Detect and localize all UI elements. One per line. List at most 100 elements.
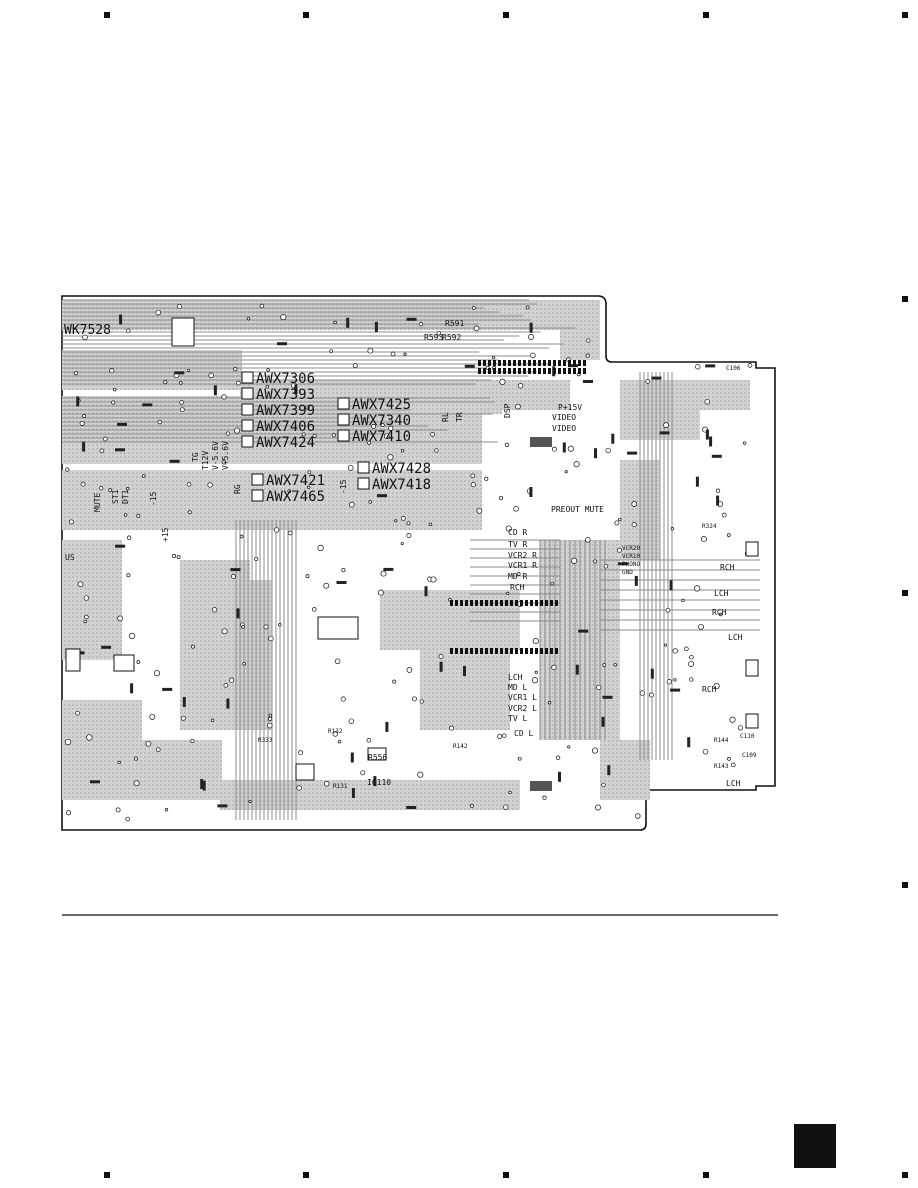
- via-pad: [567, 745, 571, 749]
- via-pad: [571, 557, 578, 564]
- ic-pin: [543, 360, 546, 366]
- copper-zone: [62, 300, 582, 330]
- component-footprint: [294, 384, 298, 395]
- via-pad: [242, 661, 246, 666]
- via-pad: [207, 482, 213, 488]
- ic-pin: [553, 368, 556, 374]
- ic-pin: [493, 368, 496, 374]
- label-v56: V-5.6V: [211, 441, 220, 470]
- via-pad: [406, 521, 411, 526]
- via-pad: [547, 701, 552, 705]
- ic-pin: [543, 368, 546, 374]
- via-pad: [305, 574, 310, 579]
- label-rch: RCH: [510, 583, 525, 592]
- via-pad: [99, 486, 104, 491]
- ic-block: [295, 763, 315, 781]
- via-pad: [400, 541, 404, 546]
- component-footprint: [350, 752, 354, 763]
- registration-mark: [104, 12, 110, 18]
- ic-pin: [505, 600, 508, 606]
- via-pad: [542, 795, 547, 800]
- via-pad: [348, 501, 355, 508]
- label-v56: V+5.6V: [221, 441, 230, 470]
- label-r324: R324: [702, 523, 717, 530]
- ic-block: [530, 781, 552, 791]
- via-pad: [698, 623, 704, 630]
- ic-pin: [545, 648, 548, 654]
- via-pad: [743, 441, 747, 445]
- ic-pin: [523, 368, 526, 374]
- component-footprint: [529, 322, 533, 333]
- label-tr: TR: [455, 412, 464, 422]
- registration-mark: [703, 1172, 709, 1178]
- ic-pin: [470, 648, 473, 654]
- via-pad: [142, 474, 146, 478]
- component-footprint: [464, 364, 475, 368]
- label-r591: R591: [445, 319, 464, 328]
- ic-block: [317, 616, 359, 640]
- via-pad: [715, 488, 721, 493]
- ic-pin: [450, 600, 453, 606]
- ic-pin: [465, 600, 468, 606]
- label-r144: R144: [714, 737, 729, 744]
- via-pad: [268, 635, 274, 642]
- via-pad: [406, 667, 413, 673]
- part-number-label: AWX7421: [266, 473, 325, 489]
- part-number-box: AWX7428: [357, 461, 431, 477]
- component-footprint: [115, 544, 126, 548]
- label-p15: +15: [161, 527, 170, 542]
- via-pad: [412, 696, 417, 702]
- via-pad: [337, 739, 342, 744]
- via-pad: [387, 454, 394, 461]
- component-footprint: [406, 806, 417, 809]
- checkbox-square: [241, 435, 254, 448]
- via-pad: [517, 756, 522, 761]
- via-pad: [83, 595, 89, 601]
- ic-pin: [548, 368, 551, 374]
- part-number-label: AWX7393: [256, 387, 315, 403]
- via-pad: [713, 683, 720, 690]
- via-pad: [153, 670, 161, 677]
- part-number-box: AWX7406: [241, 419, 315, 435]
- via-pad: [186, 482, 192, 487]
- via-pad: [123, 513, 128, 517]
- ic-pin: [520, 600, 523, 606]
- registration-mark: [303, 12, 309, 18]
- component-footprint: [424, 586, 428, 597]
- ic-pin: [550, 600, 553, 606]
- via-pad: [631, 522, 637, 528]
- via-pad: [534, 670, 538, 674]
- via-pad: [176, 555, 181, 560]
- ic-pin: [485, 600, 488, 606]
- via-pad: [532, 638, 539, 645]
- label-tg: TG: [191, 452, 200, 462]
- via-pad: [126, 487, 130, 491]
- ic-pin: [503, 368, 506, 374]
- ic-pin: [495, 600, 498, 606]
- via-pad: [517, 383, 524, 389]
- registration-mark: [902, 1172, 908, 1178]
- via-pad: [430, 576, 437, 583]
- via-pad: [164, 808, 169, 812]
- component-footprint: [558, 771, 561, 782]
- ic-pin: [553, 360, 556, 366]
- component-footprint: [711, 454, 722, 458]
- part-number-label: AWX7399: [256, 403, 315, 419]
- copper-zone: [420, 650, 510, 730]
- via-pad: [208, 372, 214, 379]
- checkbox-square: [241, 371, 254, 384]
- via-pad: [115, 807, 121, 813]
- via-pad: [469, 803, 474, 808]
- via-pad: [601, 782, 606, 788]
- via-pad: [516, 572, 521, 576]
- via-pad: [555, 755, 561, 760]
- label-vcr2-l: VCR2 L: [508, 704, 537, 713]
- ic-pin: [568, 360, 571, 366]
- ic-pin: [578, 360, 581, 366]
- via-pad: [670, 527, 675, 531]
- via-pad: [551, 664, 557, 671]
- label-lch: LCH: [714, 589, 729, 598]
- component-footprint: [174, 371, 185, 375]
- ic-pin: [488, 360, 491, 366]
- ic-pin: [518, 360, 521, 366]
